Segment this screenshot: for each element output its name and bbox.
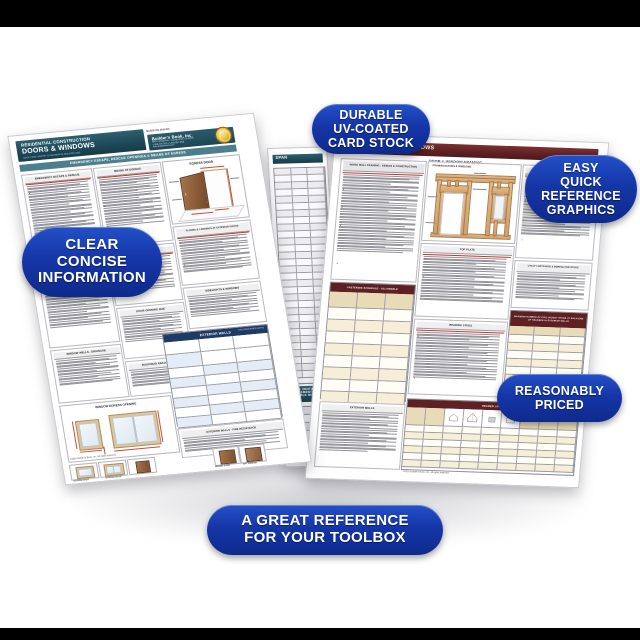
left-panel-window-wells-drainage: WINDOW WELLS - DRAINAGE — [49, 343, 130, 404]
left-footer-thumb-2 — [126, 456, 158, 476]
left-diagram-egress-door: EGRESS DOOR — [161, 154, 250, 225]
right-section-label-0: WOOD WALL FRAMING - DESIGN & CONSTRUCTIO… — [349, 162, 418, 169]
badge-easy-label: EASY QUICK REFERENCE GRAPHICS — [541, 161, 621, 217]
flat-roof-icon — [488, 416, 496, 423]
badge-priced-label: REASONABLY PRICED — [514, 384, 605, 412]
right-panel-exterior-walls: EXTERIOR WALLS — [313, 401, 406, 470]
right-panel-wall-framing: WOOD WALL FRAMING - DESIGN & CONSTRUCTIO… — [330, 158, 427, 283]
badge-toolbox-label: A GREAT REFERENCE FOR YOUR TOOLBOX — [241, 512, 409, 546]
product-photo: SPAN — [0, 27, 640, 628]
left-footer-thumb-4 — [238, 443, 267, 464]
right-section-label-3: TOP PLATE — [459, 248, 476, 252]
badge-durable[interactable]: DURABLE UV-COATED CARD STOCK — [312, 104, 430, 154]
left-footer-thumb-1 — [97, 459, 129, 478]
gable-house-icon — [449, 413, 458, 422]
left-footer-thumb-3 — [212, 445, 241, 467]
left-footer-thumb-0 — [68, 462, 100, 481]
badge-clear-concise[interactable]: CLEAR CONCISE INFORMATION — [22, 227, 162, 297]
right-section-label-7: UTILITY NOTCHING & BORING FOR STUDS — [527, 265, 579, 270]
steep-gable-icon — [467, 413, 478, 423]
left-card[interactable]: RESIDENTIAL CONSTRUCTION DOORS & WINDOWS… — [7, 112, 312, 486]
right-panel-bearing-studs: BEARING STUDS — [407, 318, 509, 398]
right-table-fastening: FASTENING SCHEDULE - ALLOWABLE — [319, 281, 417, 407]
left-section-label-5: SIDELIGHTS & WINDOWS — [205, 286, 240, 293]
middle-card-title: SPAN — [275, 154, 288, 161]
left-table-exterior-walls: EXTERIOR WALLS FIRE-RESISTANCE RATING — [161, 323, 283, 429]
middle-card-header: SPAN — [272, 153, 323, 164]
right-diagram-title: FRAMING DOORS & WINDOWS — [432, 164, 472, 169]
left-section-label-6: DOOR OPENING SIZE — [136, 307, 166, 314]
badge-clear-label: CLEAR CONCISE INFORMATION — [37, 235, 146, 287]
left-section-label-9: WINDOW WELLS - DRAINAGE — [66, 349, 107, 356]
left-panel-floors-landings: FLOORS & LANDINGS AT EXTERIOR DOORS — [172, 219, 260, 286]
left-section-label-11: EXTERIOR WALLS - FIRE RESISTANCE — [206, 425, 257, 434]
right-panel-notching: UTILITY NOTCHING & BORING FOR STUDS — [510, 260, 593, 311]
badge-reasonably-priced[interactable]: REASONABLY PRICED — [497, 374, 622, 422]
right-panel-top-plate: TOP PLATE — [414, 242, 515, 320]
badge-great-reference[interactable]: A GREAT REFERENCE FOR YOUR TOOLBOX — [207, 505, 443, 555]
badge-easy-reference[interactable]: EASY QUICK REFERENCE GRAPHICS — [525, 155, 637, 223]
left-panel-sidelights-windows: SIDELIGHTS & WINDOWS — [182, 280, 268, 330]
right-diagram-framing: FRAMING DOORS & WINDOWS — [420, 161, 522, 245]
left-diagram-window-egress: WINDOW EGRESS OPENING — [59, 395, 181, 463]
left-section-label-1: MEANS OF EGRESS — [113, 167, 142, 173]
right-section-label-5: BEARING STUDS — [449, 323, 473, 328]
right-section-label-8: EXTERIOR WALLS — [349, 406, 375, 411]
badge-durable-label: DURABLE UV-COATED CARD STOCK — [327, 108, 415, 150]
